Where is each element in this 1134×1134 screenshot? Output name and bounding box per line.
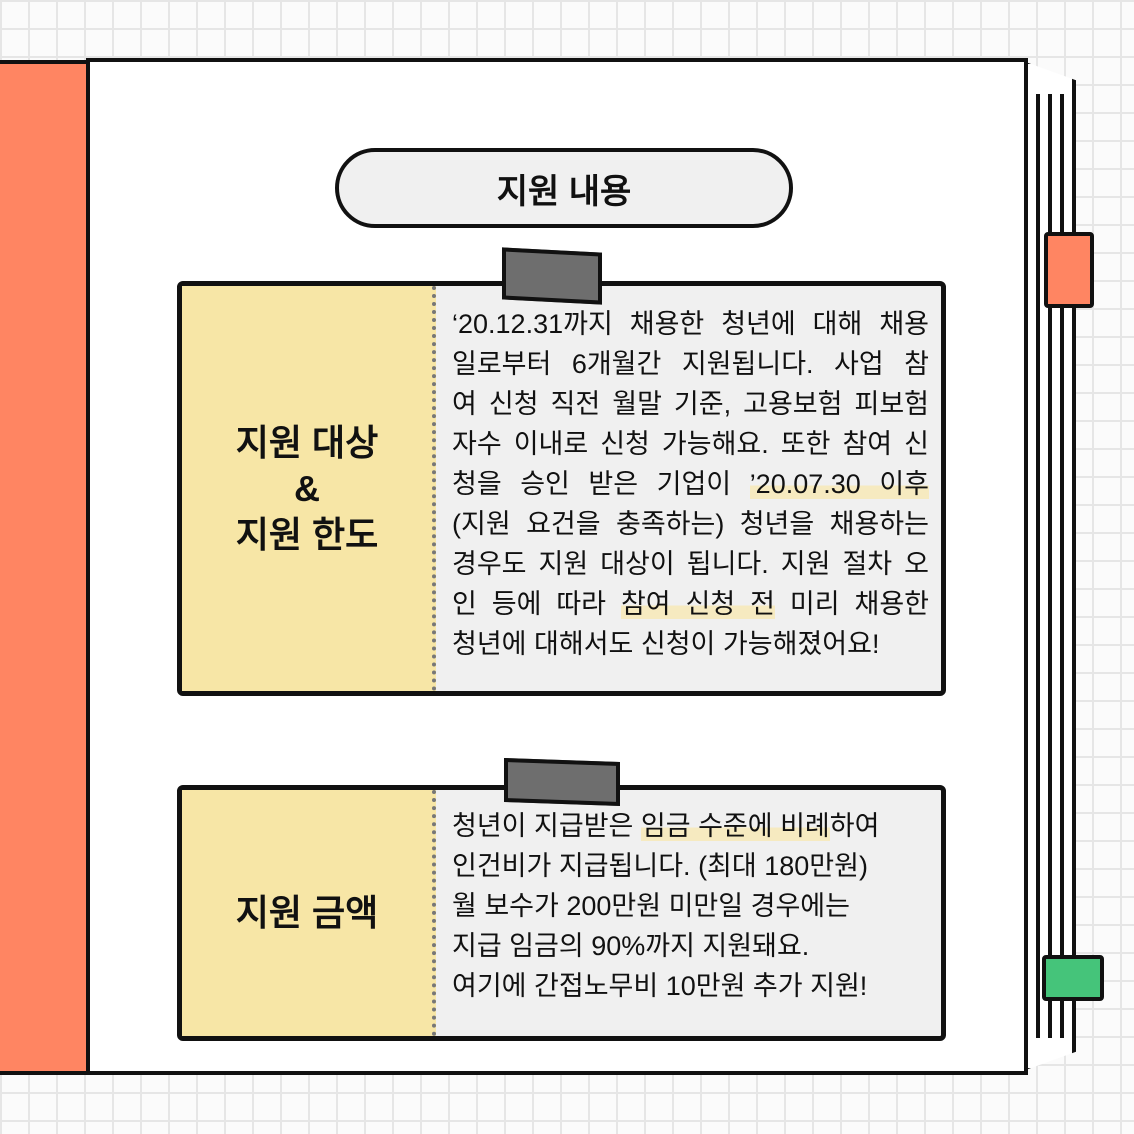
- notebook-spine: [0, 60, 88, 1075]
- text-segment: 지급 임금의 90%까지 지원돼요.: [452, 931, 810, 961]
- text-line: 여기에 간접노무비 10만원 추가 지원!: [452, 966, 929, 1006]
- text-segment: 월 보수가 200만원 미만일 경우에는: [452, 891, 850, 921]
- text-line: 여 신청 직전 월말 기준, 고용보험 피보험: [452, 384, 929, 424]
- text-segment: 청을 승인 받은 기업이: [452, 469, 750, 499]
- label-line: 지원 금액: [235, 892, 379, 933]
- text-segment: 여 신청 직전 월말 기준, 고용보험 피보험: [452, 389, 929, 419]
- text-line: 인 등에 따라 참여 신청 전 미리 채용한: [452, 584, 929, 624]
- highlighted-text: 참여 신청 전: [620, 589, 775, 619]
- page-edge-line: [1036, 94, 1040, 1038]
- text-segment: 여기에 간접노무비 10만원 추가 지원!: [452, 971, 868, 1001]
- text-line: 경우도 지원 대상이 됩니다. 지원 절차 오: [452, 544, 929, 584]
- text-line: 청년이 지급받은 임금 수준에 비례하여: [452, 806, 929, 846]
- text-segment: 하여: [829, 811, 880, 841]
- highlighted-text: 임금 수준에 비례: [640, 811, 830, 841]
- tape: [504, 757, 620, 807]
- text-segment: (지원 요건을 충족하는) 청년을 채용하는: [452, 509, 929, 539]
- text-segment: 청년에 대해서도 신청이 가능해졌어요!: [452, 629, 880, 659]
- text-segment: 일로부터 6개월간 지원됩니다. 사업 참: [452, 349, 929, 379]
- page-title: 지원 내용: [335, 148, 793, 228]
- text-segment: 미리 채용한: [774, 589, 929, 619]
- text-segment: 경우도 지원 대상이 됩니다. 지원 절차 오: [452, 549, 929, 579]
- page-edge-line: [1060, 94, 1064, 1038]
- text-line: 청을 승인 받은 기업이 ’20.07.30 이후: [452, 464, 929, 504]
- text-segment: 인건비가 지급됩니다. (최대 180만원): [452, 851, 868, 881]
- label-line: 지원 대상: [235, 421, 379, 463]
- text-line: 청년에 대해서도 신청이 가능해졌어요!: [452, 624, 929, 664]
- text-line: 일로부터 6개월간 지원됩니다. 사업 참: [452, 344, 929, 384]
- text-line: 자수 이내로 신청 가능해요. 또한 참여 신: [452, 424, 929, 464]
- bookmark-tab-green: [1042, 955, 1104, 1001]
- text-segment: ‘20.12.31까지 채용한 청년에 대해 채용: [452, 309, 929, 339]
- highlighted-text: ’20.07.30 이후: [749, 469, 929, 499]
- text-segment: 자수 이내로 신청 가능해요. 또한 참여 신: [452, 429, 929, 459]
- text-line: 월 보수가 200만원 미만일 경우에는: [452, 886, 929, 926]
- text-line: (지원 요건을 충족하는) 청년을 채용하는: [452, 504, 929, 544]
- amount-label: 지원 금액: [182, 790, 436, 1036]
- page-stack: [1020, 60, 1076, 1072]
- text-line: 지급 임금의 90%까지 지원돼요.: [452, 926, 929, 966]
- text-line: 인건비가 지급됩니다. (최대 180만원): [452, 846, 929, 886]
- page-edge-line: [1048, 94, 1052, 1038]
- text-segment: 청년이 지급받은: [452, 811, 641, 841]
- text-segment: 인 등에 따라: [452, 589, 621, 619]
- text-line: ‘20.12.31까지 채용한 청년에 대해 채용: [452, 304, 929, 344]
- bookmark-tab-orange: [1044, 232, 1094, 308]
- label-line: 지원 한도: [235, 513, 379, 555]
- tape: [502, 247, 602, 305]
- eligibility-label: 지원 대상 & 지원 한도: [182, 286, 436, 691]
- label-line: &: [294, 467, 320, 509]
